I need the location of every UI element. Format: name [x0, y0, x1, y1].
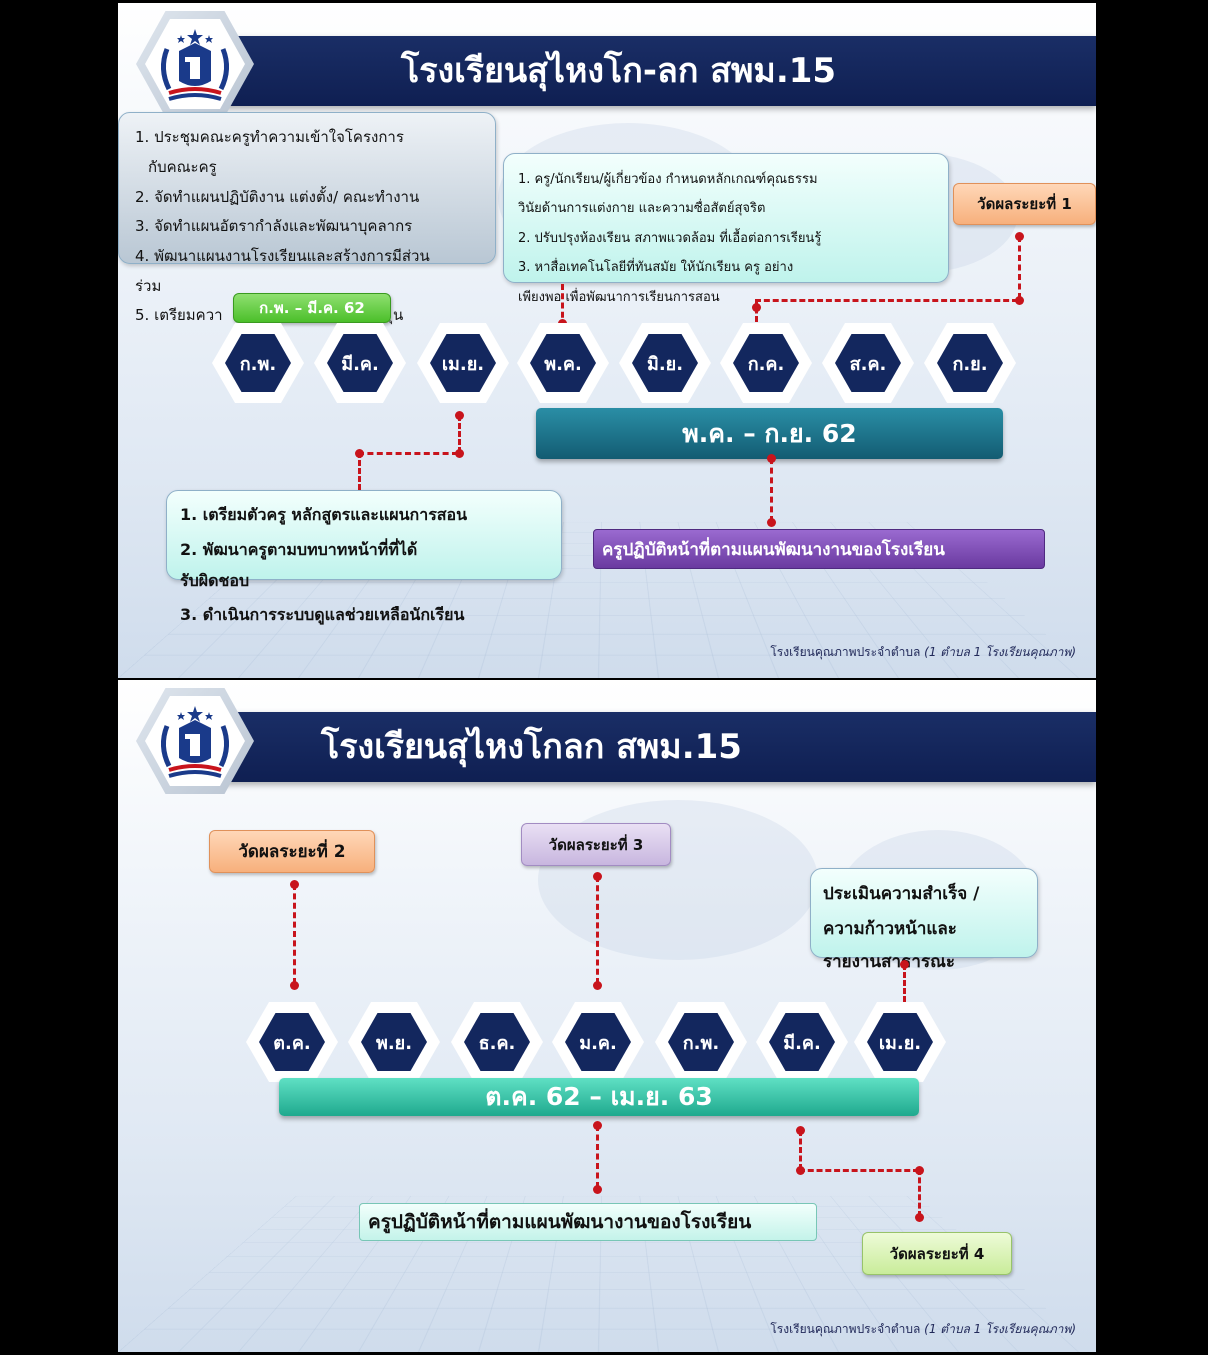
connector [799, 1169, 919, 1172]
connector [918, 1169, 921, 1217]
slide-2: โรงเรียนสุไหงโกลก สพม.15 วัดผลระยะที่ 2 … [118, 680, 1096, 1352]
title-bar: โรงเรียนสุไหงโกลก สพม.15 [198, 712, 1096, 782]
connector [596, 876, 599, 984]
month-hex: ก.พ. [212, 323, 304, 403]
period-bar-oct-apr: ต.ค. 62 – เม.ย. 63 [279, 1078, 919, 1116]
planning-item: กับคณะครู [148, 155, 217, 179]
month-hex: เม.ย. [417, 323, 509, 403]
footer-credit: โรงเรียนคุณภาพประจำตำบล (1 ตำบล 1 โรงเรี… [770, 1320, 1076, 1339]
measure-phase-4-badge: วัดผลระยะที่ 4 [862, 1232, 1012, 1275]
footer-credit: โรงเรียนคุณภาพประจำตำบล (1 ตำบล 1 โรงเรี… [770, 643, 1076, 662]
connector [770, 458, 773, 522]
measure-phase-3-badge: วัดผลระยะที่ 3 [521, 823, 671, 866]
month-hex: มี.ค. [756, 1002, 848, 1082]
planning-item: 3. จัดทำแผนอัตรากำลังและพัฒนาบุคลากร [135, 214, 412, 238]
evaluation-line: ประเมินความสำเร็จ / [823, 880, 979, 907]
planning-item: 4. พัฒนาแผนงานโรงเรียนและสร้างการมีส่วน [135, 244, 430, 268]
month-hex: ม.ค. [552, 1002, 644, 1082]
preparation-item: 1. เตรียมตัวครู หลักสูตรและแผนการสอน [180, 503, 467, 528]
month-hex: ก.ค. [720, 323, 812, 403]
slide-title: โรงเรียนสุไหงโก-ลก สพม.15 [401, 36, 836, 106]
month-hex: มี.ค. [314, 323, 406, 403]
teacher-duty-banner: ครูปฏิบัติหน้าที่ตามแผนพัฒนางานของโรงเรี… [359, 1203, 817, 1241]
month-hex: ส.ค. [822, 323, 914, 403]
period-badge-feb-mar: ก.พ. – มี.ค. 62 [233, 293, 391, 323]
planning-item: ุน [393, 303, 403, 327]
school-crest-icon [145, 19, 245, 109]
measure-phase-1-badge: วัดผลระยะที่ 1 [953, 183, 1096, 225]
action-item: วินัยด้านการแต่งกาย และความซื่อสัตย์สุจร… [518, 197, 765, 218]
action-item: 2. ปรับปรุงห้องเรียน สภาพแวดล้อม ที่เอื้… [518, 227, 821, 248]
month-hex: ธ.ค. [451, 1002, 543, 1082]
preparation-item: รับผิดชอบ [180, 569, 249, 594]
period-bar-may-sep: พ.ค. – ก.ย. 62 [536, 408, 1003, 459]
month-hex: มิ.ย. [619, 323, 711, 403]
action-item: 3. หาสื่อเทคโนโลยีที่ทันสมัย ให้นักเรียน… [518, 256, 793, 277]
slide-title: โรงเรียนสุไหงโกลก สพม.15 [321, 712, 742, 782]
planning-item: 5. เตรียมควา [135, 303, 223, 327]
month-hex: พ.ย. [348, 1002, 440, 1082]
preparation-item: 2. พัฒนาครูตามบทบาทหน้าที่ที่ได้ [180, 538, 417, 563]
evaluation-line: ความก้าวหน้าและ [823, 915, 957, 942]
connector [358, 452, 361, 490]
planning-item: 2. จัดทำแผนปฏิบัติงาน แต่งตั้ง/ คณะทำงาน [135, 185, 419, 209]
month-hex: ก.พ. [655, 1002, 747, 1082]
month-hex: ต.ค. [246, 1002, 338, 1082]
planning-item: 1. ประชุมคณะครูทำความเข้าใจโครงการ [135, 125, 404, 149]
connector [358, 452, 458, 455]
measure-phase-2-badge: วัดผลระยะที่ 2 [209, 830, 375, 873]
connector [293, 884, 296, 984]
evaluation-line: รายงานสาธารณะ [823, 948, 955, 975]
month-hex: พ.ค. [517, 323, 609, 403]
month-hex: ก.ย. [924, 323, 1016, 403]
planning-item: ร่วม [135, 274, 161, 298]
connector [1018, 236, 1021, 299]
month-hex: เม.ย. [854, 1002, 946, 1082]
teacher-duty-banner: ครูปฏิบัติหน้าที่ตามแผนพัฒนางานของโรงเรี… [593, 529, 1045, 569]
action-item: 1. ครู/นักเรียน/ผู้เกี่ยวข้อง กำหนดหลักเ… [518, 168, 818, 189]
connector [755, 299, 1018, 302]
preparation-item: 3. ดำเนินการระบบดูแลช่วยเหลือนักเรียน [180, 603, 464, 628]
slide-1: โรงเรียนสุไหงโก-ลก สพม.15 1. ประชุมคณะคร… [118, 3, 1096, 678]
connector [799, 1130, 802, 1170]
action-item: เพียงพอ เพื่อพัฒนาการเรียนการสอน [518, 286, 720, 307]
connector [596, 1125, 599, 1188]
connector [458, 415, 461, 453]
school-crest-icon [145, 696, 245, 786]
title-bar: โรงเรียนสุไหงโก-ลก สพม.15 [198, 36, 1096, 106]
